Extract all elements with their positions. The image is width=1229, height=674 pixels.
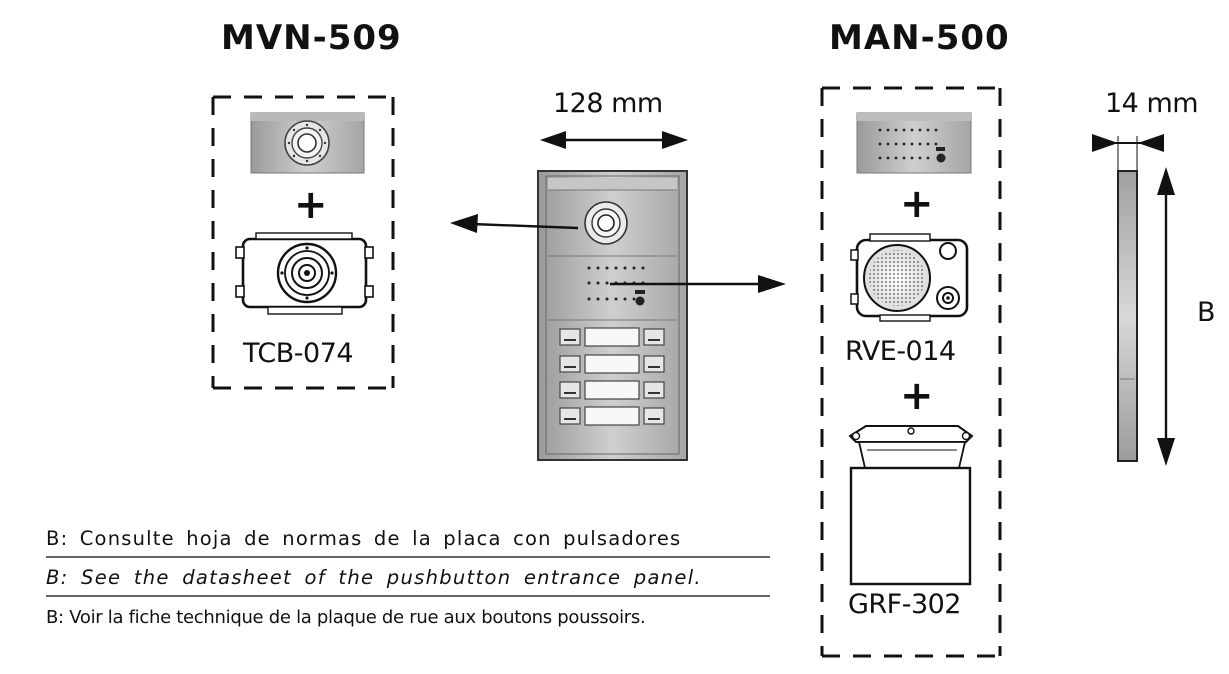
note-english: B: See the datasheet of the pushbutton e… bbox=[46, 566, 702, 589]
tcb-074-label: TCB-074 bbox=[243, 338, 354, 369]
housing-drawing bbox=[848, 425, 974, 586]
grf-302-label: GRF-302 bbox=[848, 589, 962, 620]
plus-sign-right-top: + bbox=[900, 181, 934, 227]
depth-dimension-arrow bbox=[1092, 134, 1164, 170]
entrance-panel-drawing bbox=[537, 170, 688, 461]
plus-sign-right-bottom: + bbox=[900, 373, 934, 419]
arrow-to-audio-module bbox=[610, 275, 786, 293]
height-dimension-arrow bbox=[1157, 167, 1175, 466]
arrow-to-camera-module bbox=[450, 214, 579, 233]
mvn-509-frame bbox=[211, 95, 395, 390]
mvn-509-title: MVN-509 bbox=[221, 18, 402, 58]
rve-014-label: RVE-014 bbox=[845, 336, 956, 367]
depth-label: 14 mm bbox=[1105, 88, 1199, 119]
width-label: 128 mm bbox=[553, 88, 663, 119]
camera-module-drawing bbox=[235, 232, 374, 315]
audio-module-drawing bbox=[850, 233, 969, 322]
man-500-frame bbox=[820, 86, 1002, 658]
width-dimension-arrow bbox=[540, 131, 688, 149]
note-spanish: B: Consulte hoja de normas de la placa c… bbox=[46, 527, 682, 550]
camera-plate-thumbnail bbox=[250, 112, 365, 174]
panel-side-profile bbox=[1117, 170, 1138, 462]
man-500-title: MAN-500 bbox=[829, 18, 1010, 58]
note-french: B: Voir la fiche technique de la plaque … bbox=[46, 607, 646, 628]
audio-plate-thumbnail bbox=[856, 112, 972, 174]
plus-sign-left: + bbox=[294, 182, 328, 228]
height-label: B bbox=[1197, 297, 1216, 328]
